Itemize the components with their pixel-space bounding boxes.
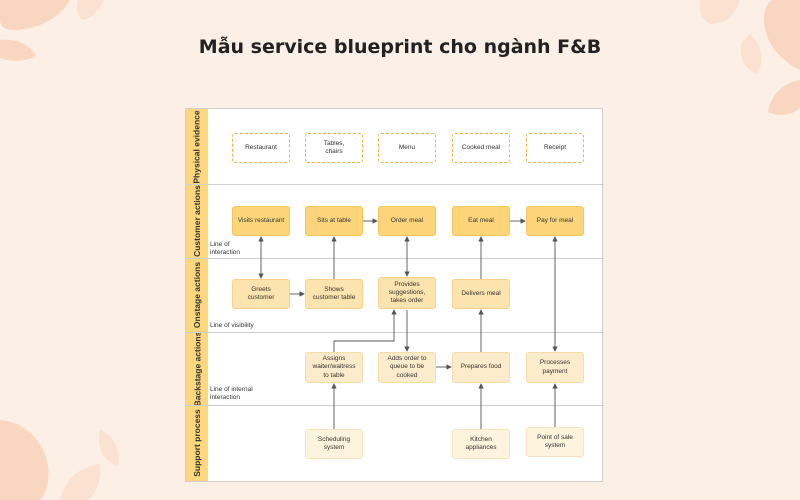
onstage-greets-customer: Greets customer [232,279,290,309]
lane-header-onstage-actions: Onstage actions [186,258,208,332]
onstage-provides-suggestions: Provides suggestions, takes order [378,277,436,309]
customer-eat-meal: Eat meal [452,206,510,236]
line-of-interaction [186,258,604,259]
lane-header-physical-evidence: Physical evidence [186,109,208,184]
evidence-cooked-meal: Cooked meal [452,133,510,163]
onstage-delivers-meal: Delivers meal [452,279,510,309]
onstage-shows-customer-table: Shows customer table [305,279,363,309]
customer-visits-restaurant: Visits restaurant [232,206,290,236]
backstage-prepares-food: Prepares food [452,352,510,383]
arrow-assigns-to-provides [333,309,397,352]
evidence-menu: Menu [378,133,436,163]
line-of-visibility [186,332,604,333]
service-blueprint-board: Physical evidence Customer actions Onsta… [185,108,604,482]
customer-order-meal: Order meal [378,206,436,236]
page-title: Mẫu service blueprint cho ngành F&B [198,36,602,58]
evidence-tables-chairs: Tables, chairs [305,133,363,163]
backstage-adds-order-to-queue: Adds order to queue to be cooked [378,352,436,383]
line-of-internal-interaction-label: Line of internal interaction [210,386,253,402]
decor-top-right-leaves [699,0,800,115]
customer-sits-at-table: Sits at table [305,206,363,236]
support-kitchen-appliances: Kitchen appliances [452,429,510,459]
customer-pay-for-meal: Pay for meal [526,206,584,236]
backstage-assigns-waiter: Assigns waiter/waitress to table [305,352,363,383]
evidence-restaurant: Restaurant [232,133,290,163]
line-of-internal-interaction [186,405,604,406]
decor-bottom-left-leaves [0,420,120,500]
lane-header-backstage-actions: Backstage actions [186,331,208,406]
support-scheduling-system: Scheduling system [305,429,363,459]
decor-top-left-leaves [0,0,104,61]
backstage-processes-payment: Processes payment [526,352,584,383]
line-of-visibility-label: Line of visibility [210,322,254,329]
lane-header-customer-actions: Customer actions [186,184,208,258]
evidence-receipt: Receipt [526,133,584,163]
lane-separator [186,184,604,185]
connector-arrows [258,218,558,429]
support-point-of-sale-system: Point of sale system [526,427,584,457]
lane-header-support-process: Support process [186,405,208,481]
line-of-interaction-label: Line of interaction [210,241,240,257]
